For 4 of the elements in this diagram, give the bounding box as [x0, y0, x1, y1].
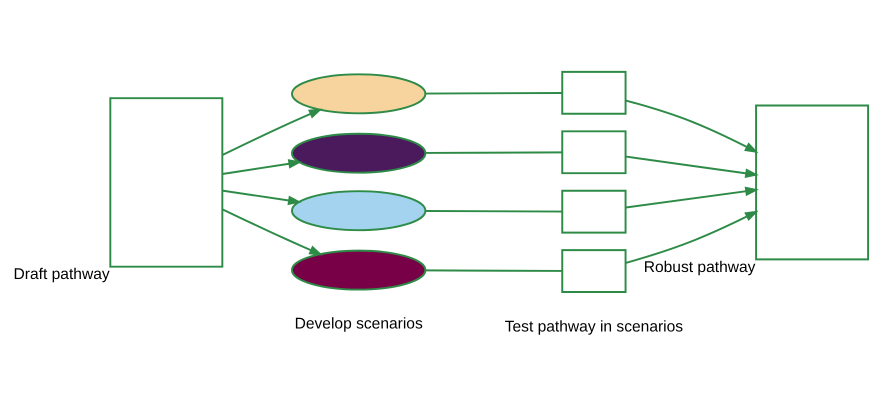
label: Test pathway in scenarios	[504, 318, 684, 335]
node-label: Draft pathway	[14, 266, 110, 283]
node-label: Robust pathway	[644, 258, 756, 276]
label: Develop scenarios	[294, 314, 423, 332]
